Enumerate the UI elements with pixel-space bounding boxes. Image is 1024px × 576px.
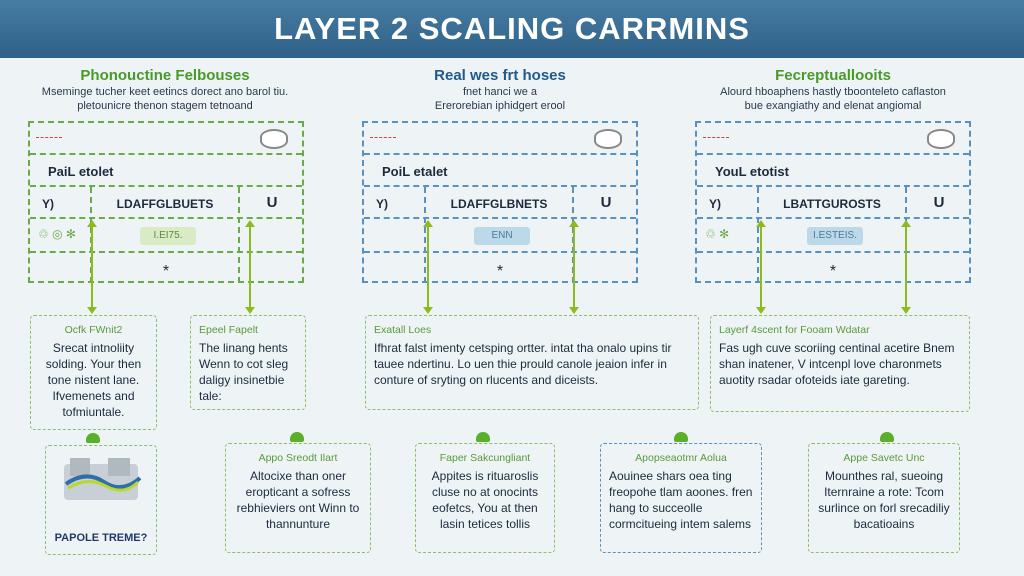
image-caption: PAPOLE TREME? [54, 532, 148, 544]
status-badge: ENN [474, 227, 530, 245]
header-cell: Y) [376, 197, 388, 211]
arrow-icon [756, 220, 766, 314]
database-icon [260, 129, 288, 149]
server-blocks-icon [64, 458, 142, 500]
dimension-icon [703, 137, 729, 138]
dimension-icon [370, 137, 396, 138]
table-title: YouL etotist [715, 164, 789, 179]
page-title: LAYER 2 SCALING CARRMINS [274, 11, 750, 46]
settings-icons: ♲ ◎ ✻ [38, 227, 76, 241]
asterisk-icon: * [496, 263, 504, 280]
column-subtitle: Alourd hboaphens hastly tboonteleto cafl… [720, 86, 946, 112]
header-cell: LDAFFGLBNETS [450, 197, 548, 211]
column-title: Real wes frt hoses [434, 67, 566, 84]
arrow-icon [901, 220, 911, 314]
header-banner: LAYER 2 SCALING CARRMINS [0, 0, 1024, 58]
header-cell: LDAFFGLBUETS [116, 197, 214, 211]
asterisk-icon: * [829, 263, 837, 280]
connector-icon [290, 432, 304, 442]
layer-table: PaiL etolet Y) LDAFFGLBUETS U ♲ ◎ ✻ I.EI… [28, 121, 304, 283]
database-icon [594, 129, 622, 149]
database-icon [927, 129, 955, 149]
arrow-icon [423, 220, 433, 314]
connector-icon [880, 432, 894, 442]
connector-icon [674, 432, 688, 442]
asterisk-icon: * [162, 263, 170, 280]
table-title: PoiL etalet [382, 164, 448, 179]
column-subtitle: Mseminge tucher keet eetincs dorect ano … [41, 86, 289, 112]
status-badge: I.EI75. [140, 227, 196, 245]
column-title: Phonouctine Felbouses [80, 67, 250, 84]
status-badge: I.ESTEIS. [807, 227, 863, 245]
connector-icon [86, 433, 100, 443]
header-cell: U [266, 194, 278, 211]
settings-icons: ♲ ✻ [705, 227, 730, 241]
table-title: PaiL etolet [48, 164, 114, 179]
header-cell: LBATTGUROSTS [783, 197, 881, 211]
column-title: Fecreptuallooits [775, 67, 891, 84]
header-cell: Y) [42, 197, 54, 211]
layer-table: PoiL etalet Y) LDAFFGLBNETS U ENN * [362, 121, 638, 283]
connector-icon [476, 432, 490, 442]
dimension-icon [36, 137, 62, 138]
layer-table: YouL etotist Y) LBATTGUROSTS U ♲ ✻ I.EST… [695, 121, 971, 283]
arrow-icon [569, 220, 579, 314]
header-cell: U [933, 194, 945, 211]
header-cell: Y) [709, 197, 721, 211]
image-card: PAPOLE TREME? [45, 445, 157, 555]
arrow-icon [245, 220, 255, 314]
header-cell: U [600, 194, 612, 211]
arrow-icon [87, 220, 97, 314]
